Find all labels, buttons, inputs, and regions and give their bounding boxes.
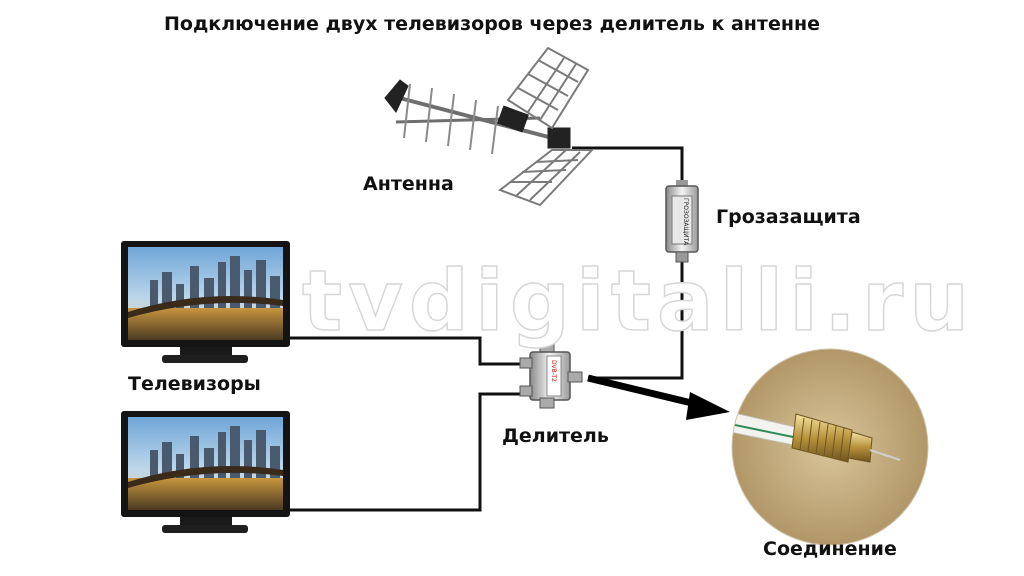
splitter-icon: DVB-T2	[519, 343, 583, 409]
label-tvs: Телевизоры	[128, 373, 261, 395]
cable-surge-to-splitter	[588, 260, 684, 380]
label-connection: Соединение	[763, 538, 897, 560]
arrow-to-connection	[587, 374, 730, 420]
label-splitter: Делитель	[502, 425, 609, 447]
tv-2	[121, 411, 290, 533]
diagram-title: Подключение двух телевизоров через делит…	[164, 13, 820, 35]
cable-tv1-to-splitter	[287, 336, 528, 366]
surge-protector-print: ГРОЗОЗАЩИТА	[682, 198, 689, 246]
surge-protector-icon: ГРОЗОЗАЩИТА	[665, 180, 699, 263]
splitter-print: DVB-T2	[550, 360, 557, 382]
label-surge-protector: Грозазащита	[716, 206, 861, 228]
label-antenna: Антенна	[363, 173, 454, 195]
tv-1-screen	[128, 247, 283, 340]
cable-antenna-to-surge	[572, 146, 684, 186]
tv-1	[121, 241, 290, 363]
antenna-icon	[384, 46, 595, 207]
watermark: tvdigitalli.ru	[301, 251, 976, 351]
cable-tv2-to-splitter	[287, 392, 528, 512]
cables	[287, 146, 684, 512]
tv-2-screen	[128, 417, 283, 510]
connection-detail-icon	[731, 348, 929, 546]
